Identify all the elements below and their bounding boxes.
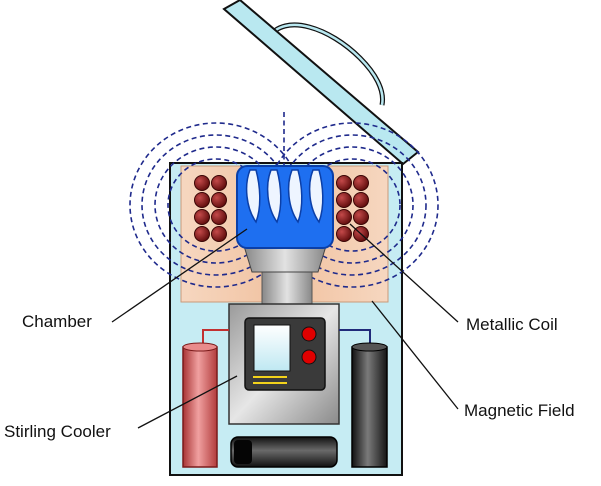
- coil-turn-right: [353, 192, 369, 208]
- coil-turn-left: [211, 192, 227, 208]
- chamber-base: [243, 245, 327, 273]
- coil-turn-right: [336, 175, 352, 191]
- coil-turn-left: [194, 209, 210, 225]
- bottom-cylinder: [230, 436, 338, 468]
- coil-turn-right: [336, 226, 352, 242]
- stirling-cooler-label: Stirling Cooler: [4, 422, 111, 441]
- coil-turn-left: [211, 226, 227, 242]
- coil-turn-left: [194, 226, 210, 242]
- lid: [222, 0, 420, 166]
- coil-turn-left: [211, 209, 227, 225]
- magnetic-field-leader: [371, 300, 459, 410]
- lid-panel: [222, 0, 420, 166]
- dark-cylinder: [351, 342, 388, 468]
- chamber: [236, 165, 334, 249]
- coil-turn-right: [353, 175, 369, 191]
- metallic-coil-leader: [349, 223, 459, 323]
- coil-turn-right: [336, 209, 352, 225]
- coil-turn-left: [211, 175, 227, 191]
- red-indicator-top: [301, 326, 317, 342]
- stirling-cooler-leader: [137, 375, 238, 429]
- chamber-leader: [111, 228, 248, 323]
- red-cylinder: [182, 342, 218, 468]
- coil-turn-right: [353, 209, 369, 225]
- cooler-display: [253, 324, 291, 372]
- magnetic-field-label: Magnetic Field: [464, 401, 575, 420]
- coil-turn-left: [194, 175, 210, 191]
- metallic-coil-label: Metallic Coil: [466, 315, 558, 334]
- coil-turn-right: [336, 192, 352, 208]
- coil-turn-left: [194, 192, 210, 208]
- metallic-coil: [194, 175, 369, 242]
- chamber-label: Chamber: [22, 312, 92, 331]
- stirling-cooler: [228, 303, 340, 425]
- chamber-fingers: [245, 169, 324, 224]
- red-indicator-bottom: [301, 349, 317, 365]
- chamber-neck: [261, 265, 313, 309]
